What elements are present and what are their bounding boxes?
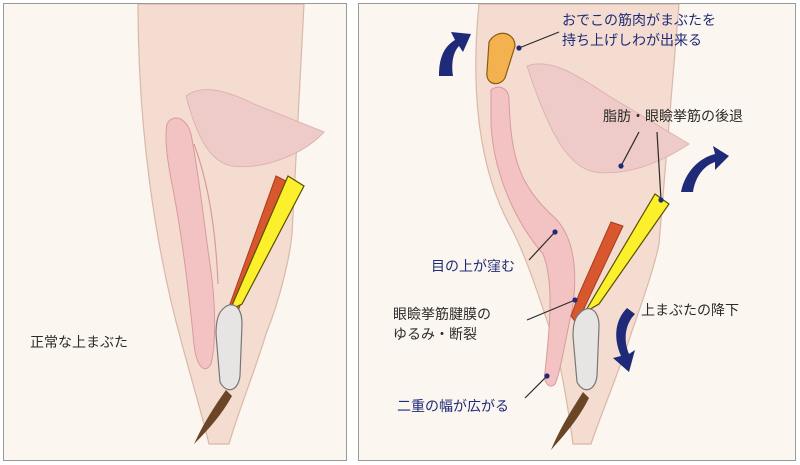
soft-tissue: [165, 117, 216, 370]
tarsal-plate: [215, 304, 243, 391]
label-lid-droop: 上まぶたの降下: [641, 303, 739, 319]
eyelash: [551, 392, 589, 450]
fat-outline: [193, 143, 219, 285]
normal-eyelid-diagram: [137, 4, 325, 445]
normal-eyelid-panel: 正常な上まぶた: [3, 3, 347, 461]
label-tendon-line1: 眼瞼挙筋腱膜の: [393, 307, 491, 323]
label-sunken-eye: 目の上が窪む: [431, 259, 515, 275]
levator-tendon: [228, 175, 305, 312]
label-brow-muscle-line2: 持ち上げしわが出来る: [562, 33, 702, 49]
orbital-fat: [526, 63, 690, 174]
eyelash: [194, 390, 232, 444]
label-wide-fold: 二重の幅が広がる: [397, 399, 509, 415]
orbital-fat: [185, 89, 325, 168]
label-brow-muscle-line1: おでこの筋肉がまぶたを: [562, 13, 716, 29]
brow-muscle: [486, 32, 516, 85]
leader-lines: [518, 31, 662, 399]
label-fat-retreat: 脂肪・眼瞼挙筋の後退: [603, 109, 743, 125]
arrow-up-right-icon: [681, 146, 729, 192]
arrow-down-left-icon: [613, 308, 635, 372]
aging-eyelid-panel: おでこの筋肉がまぶたを 持ち上げしわが出来る 脂肪・眼瞼挙筋の後退 目の上が窪む…: [358, 3, 796, 461]
aging-eyelid-diagram: [439, 4, 729, 450]
soft-tissue: [490, 86, 576, 387]
arrow-up-left-icon: [439, 32, 471, 76]
levator-tendon: [583, 193, 670, 314]
leader-dots: [516, 45, 664, 379]
tarsal-plate: [572, 308, 600, 391]
normal-eyelid-caption: 正常な上まぶた: [30, 335, 128, 351]
label-tendon-line2: ゆるみ・断裂: [393, 327, 477, 343]
